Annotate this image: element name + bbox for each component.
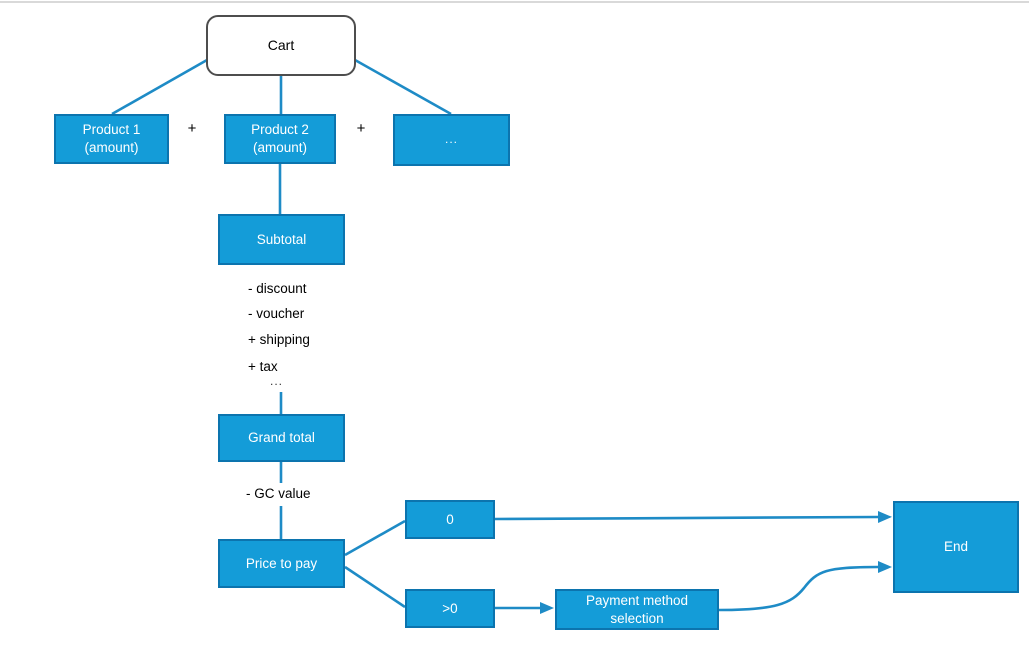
node-greater-than-zero: >0 [405, 589, 495, 628]
adjustment-shipping: + shipping [248, 332, 310, 347]
adjustment-ellipsis: ... [270, 374, 284, 388]
node-grand-total: Grand total [218, 414, 345, 462]
connector-pricetopay-zero [344, 519, 406, 557]
connector-cart-product1 [111, 58, 208, 116]
node-subtotal: Subtotal [218, 214, 345, 265]
node-product-2: Product 2 (amount) [224, 114, 336, 164]
adjustment-tax: + tax [248, 359, 278, 374]
connector-payment-end [718, 561, 892, 612]
adjustment-discount: - discount [248, 281, 307, 296]
node-end: End [893, 501, 1019, 593]
connector-cart-more-products [354, 58, 452, 116]
adjustment-gc-value: - GC value [246, 486, 311, 501]
connector-zero-end [494, 511, 892, 523]
plus-operator-2: + [356, 120, 366, 137]
node-payment-method-selection: Payment method selection [555, 589, 719, 630]
adjustment-voucher: - voucher [248, 306, 305, 321]
node-more-products: ... [393, 114, 510, 166]
node-zero: 0 [405, 500, 495, 539]
node-price-to-pay: Price to pay [218, 539, 345, 588]
node-product-1: Product 1 (amount) [54, 114, 169, 164]
top-divider [0, 1, 1029, 3]
connector-pricetopay-gtzero [344, 565, 406, 609]
node-cart: Cart [206, 15, 356, 76]
plus-operator-1: + [187, 120, 197, 137]
